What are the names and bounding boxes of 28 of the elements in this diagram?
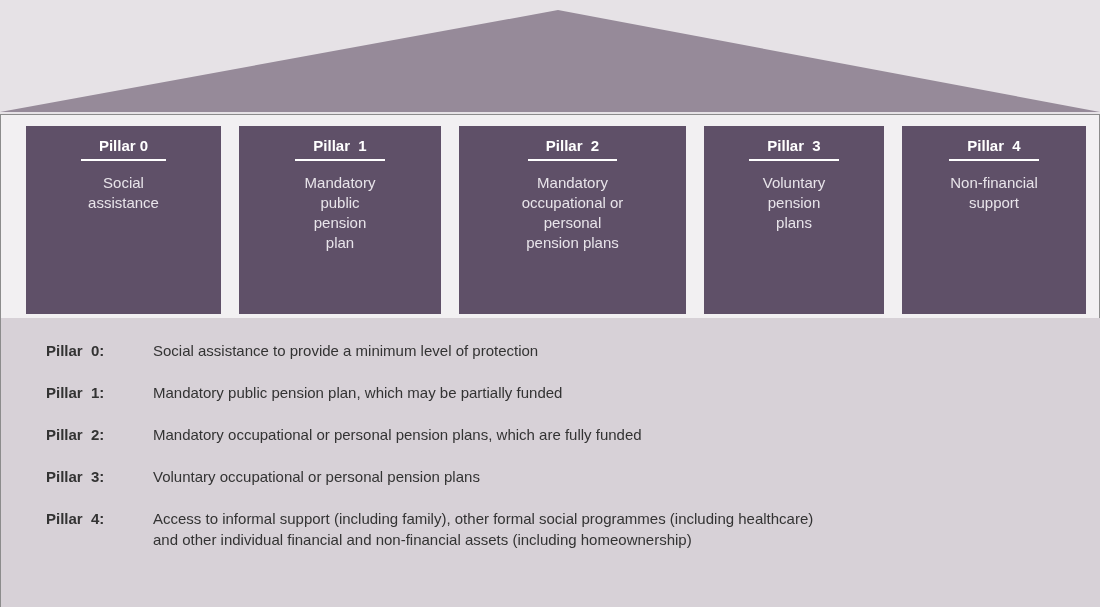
pillar-box (239, 126, 441, 314)
pillar-label: Pillar 2: (46, 425, 106, 445)
pillar-heading: Pillar 3 (749, 136, 839, 161)
pillar-description: Mandatory public pension plan (303, 173, 377, 253)
pillar-description: Mandatory occupational or personal pension plans (520, 173, 625, 253)
pillar-label: Pillar 3: (46, 467, 106, 487)
pillar-heading: Pillar 2 (527, 136, 618, 161)
pillar-label: Pillar 0: (46, 341, 106, 361)
roof-triangle (0, 10, 1100, 112)
pillar-heading: Pillar 0 (80, 136, 167, 161)
description-panel (0, 318, 1100, 607)
pillar-band (0, 114, 1100, 319)
pillar-box (459, 126, 686, 314)
pillar-label: Pillar 1: (46, 383, 106, 403)
pillar-definition: Access to informal support (including family), other formal social programmes (including healthcare) and other individual financial and non-financial assets (including homeownership) (153, 509, 815, 550)
pillar-definition: Mandatory public pension plan, which may be partially funded (153, 383, 564, 403)
pillar-definition: Voluntary occupational or personal pension plans (153, 467, 481, 487)
pillar-box (26, 126, 221, 314)
pillar-heading: Pillar 1 (295, 136, 385, 161)
pillar-definition: Mandatory occupational or personal pension plans, which are fully funded (153, 425, 643, 445)
pillar-box (704, 126, 884, 314)
pillar-box (902, 126, 1086, 314)
pillar-label: Pillar 4: (46, 509, 106, 529)
pillar-description: Voluntary pension plans (761, 173, 827, 233)
pillar-description: Social assistance (87, 173, 160, 213)
pillar-description: Non-financial support (949, 173, 1039, 213)
pillar-heading: Pillar 4 (949, 136, 1039, 161)
pillar-definition: Social assistance to provide a minimum level of protection (153, 341, 540, 361)
